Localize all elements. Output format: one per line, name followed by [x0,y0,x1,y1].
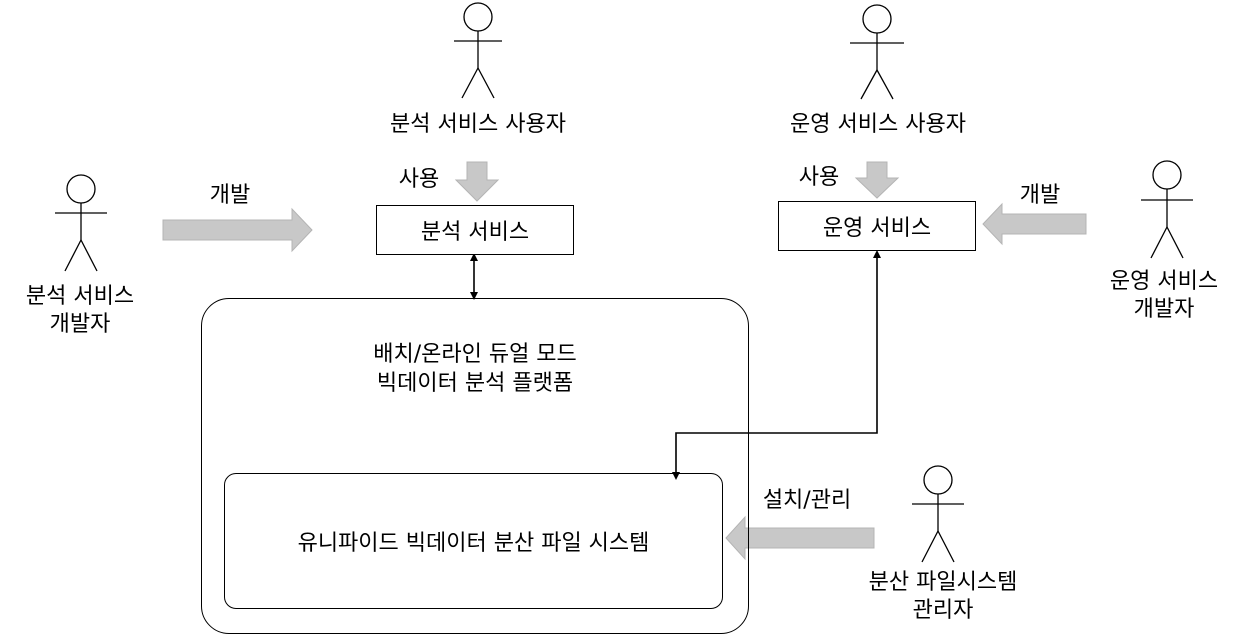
ops-developer-label-line1: 운영 서비스 [1109,269,1219,294]
ops-developer-actor-icon [1141,160,1193,259]
analysis-user-actor-icon [454,2,502,99]
ops-user-label: 운영 서비스 사용자 [790,112,966,137]
fs-admin-label-line2: 관리자 [912,598,974,623]
platform-title-line2: 빅데이터 분석 플랫폼 [376,371,574,396]
ops-user-actor-icon [850,4,904,100]
unified-fs-box: 유니파이드 빅데이터 분산 파일 시스템 [224,473,723,609]
analysis-service-box: 분석 서비스 [376,205,574,255]
ops-fs-connector [672,250,881,480]
fs-admin-label-line1: 분산 파일시스템 [868,570,1018,595]
develop-arrow-right [982,202,1087,246]
analysis-developer-label-line1: 분석 서비스 [25,284,135,309]
develop-label-left: 개발 [209,183,251,208]
use-arrow-right [854,161,900,199]
develop-label-right: 개발 [1019,183,1061,208]
analysis-service-label: 분석 서비스 [420,220,530,245]
develop-arrow-left [162,207,313,253]
unified-fs-label: 유니파이드 빅데이터 분산 파일 시스템 [297,531,650,556]
install-manage-arrow [725,515,875,561]
install-manage-label: 설치/관리 [762,488,852,513]
ops-developer-label-line2: 개발자 [1133,297,1195,322]
fs-admin-actor-icon [912,465,964,563]
platform-title-line1: 배치/온라인 듀얼 모드 [373,342,577,367]
analysis-developer-actor-icon [55,174,107,272]
use-label-left: 사용 [398,167,440,192]
use-arrow-left [454,161,500,202]
ops-service-label: 운영 서비스 [822,216,932,241]
ops-service-box: 운영 서비스 [778,201,976,251]
platform-container [201,298,749,634]
analysis-user-label: 분석 서비스 사용자 [390,112,566,137]
analysis-developer-label-line2: 개발자 [49,312,111,337]
use-label-right: 사용 [798,165,840,190]
